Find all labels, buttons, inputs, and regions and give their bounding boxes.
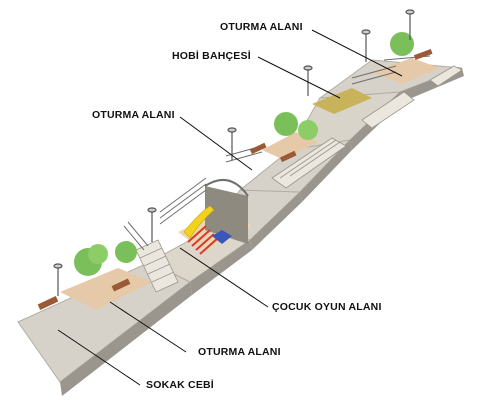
play-equipment (187, 225, 232, 255)
label-oturma-alani-top: OTURMA ALANI (220, 21, 303, 33)
label-cocuk-oyun-alani: ÇOCUK OYUN ALANI (272, 301, 382, 313)
label-sokak-cebi: SOKAK CEBİ (146, 379, 214, 391)
slide-icon (183, 205, 215, 239)
bench-icon (37, 49, 433, 310)
staircase-icon (135, 65, 463, 293)
leader-lines (57, 29, 403, 386)
play-area-wall (204, 178, 249, 244)
label-oturma-alani-mid: OTURMA ALANI (92, 109, 175, 121)
label-hobi-bahcesi: HOBİ BAHÇESİ (172, 50, 251, 62)
label-oturma-alani-bottom: OTURMA ALANI (198, 346, 281, 358)
tree-icon (74, 32, 414, 276)
